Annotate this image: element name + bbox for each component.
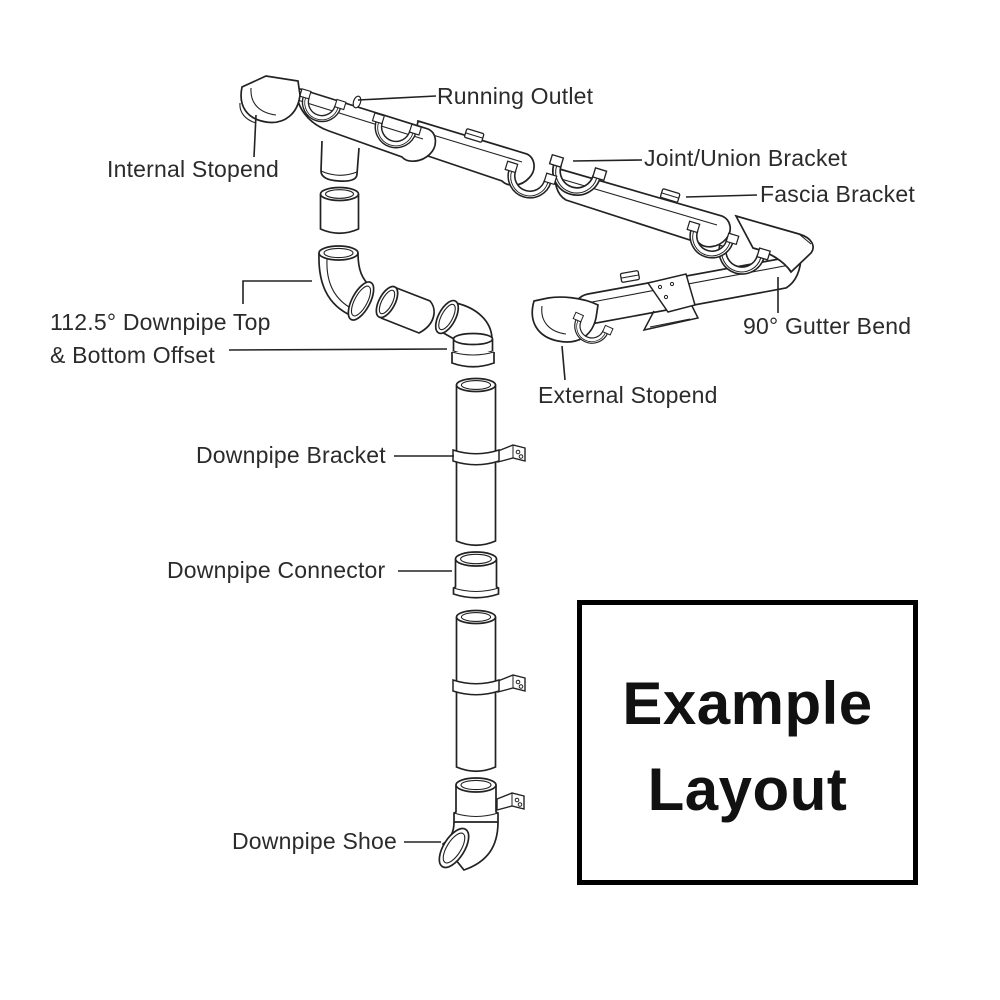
example-layout-line1: Example xyxy=(622,669,873,737)
label-downpipe-shoe: Downpipe Shoe xyxy=(232,828,397,854)
internal-stopend-drawing xyxy=(239,75,301,124)
label-running-outlet: Running Outlet xyxy=(437,83,594,109)
example-layout-line2: Layout xyxy=(647,755,848,823)
label-downpipe-offset: 112.5° Downpipe Top & Bottom Offset xyxy=(50,306,271,372)
leader-offset-top xyxy=(242,280,312,304)
leader-joint-union-bracket xyxy=(572,159,643,162)
example-layout-box: Example Layout xyxy=(577,600,918,885)
leader-fascia-bracket xyxy=(685,194,758,198)
gutter-bend-drawing xyxy=(708,214,814,282)
downpipe-bracket-drawing xyxy=(452,444,526,466)
label-gutter-bend-90: 90° Gutter Bend xyxy=(743,313,912,339)
label-downpipe-bracket: Downpipe Bracket xyxy=(196,442,386,468)
fascia-bracket-tab-lower xyxy=(619,269,641,284)
gutter-run-top xyxy=(412,119,740,266)
label-fascia-bracket: Fascia Bracket xyxy=(760,181,915,207)
label-downpipe-connector: Downpipe Connector xyxy=(167,557,386,583)
downpipe-bracket-drawing-2 xyxy=(452,674,526,696)
fascia-bracket-gusset xyxy=(642,273,700,332)
label-downpipe-offset-line2: & Bottom Offset xyxy=(50,342,215,368)
leader-lines xyxy=(228,95,779,843)
label-joint-union-bracket: Joint/Union Bracket xyxy=(644,145,848,171)
downpipe-connector-drawing xyxy=(452,551,500,599)
external-stopend-drawing xyxy=(531,296,614,351)
leader-internal-stopend xyxy=(253,114,257,158)
leader-offset-bottom xyxy=(228,348,448,351)
leader-running-outlet xyxy=(357,95,437,101)
leader-external-stopend xyxy=(561,345,566,381)
label-downpipe-offset-line1: 112.5° Downpipe Top xyxy=(50,309,271,335)
downpipe-offset-drawing xyxy=(318,186,495,368)
downpipe-upper-drawing xyxy=(452,377,526,547)
downpipe-shoe-drawing xyxy=(438,777,525,871)
label-internal-stopend: Internal Stopend xyxy=(107,156,279,182)
label-external-stopend: External Stopend xyxy=(538,382,718,408)
downpipe-lower-drawing xyxy=(452,609,526,773)
running-outlet-drawing xyxy=(290,86,437,182)
